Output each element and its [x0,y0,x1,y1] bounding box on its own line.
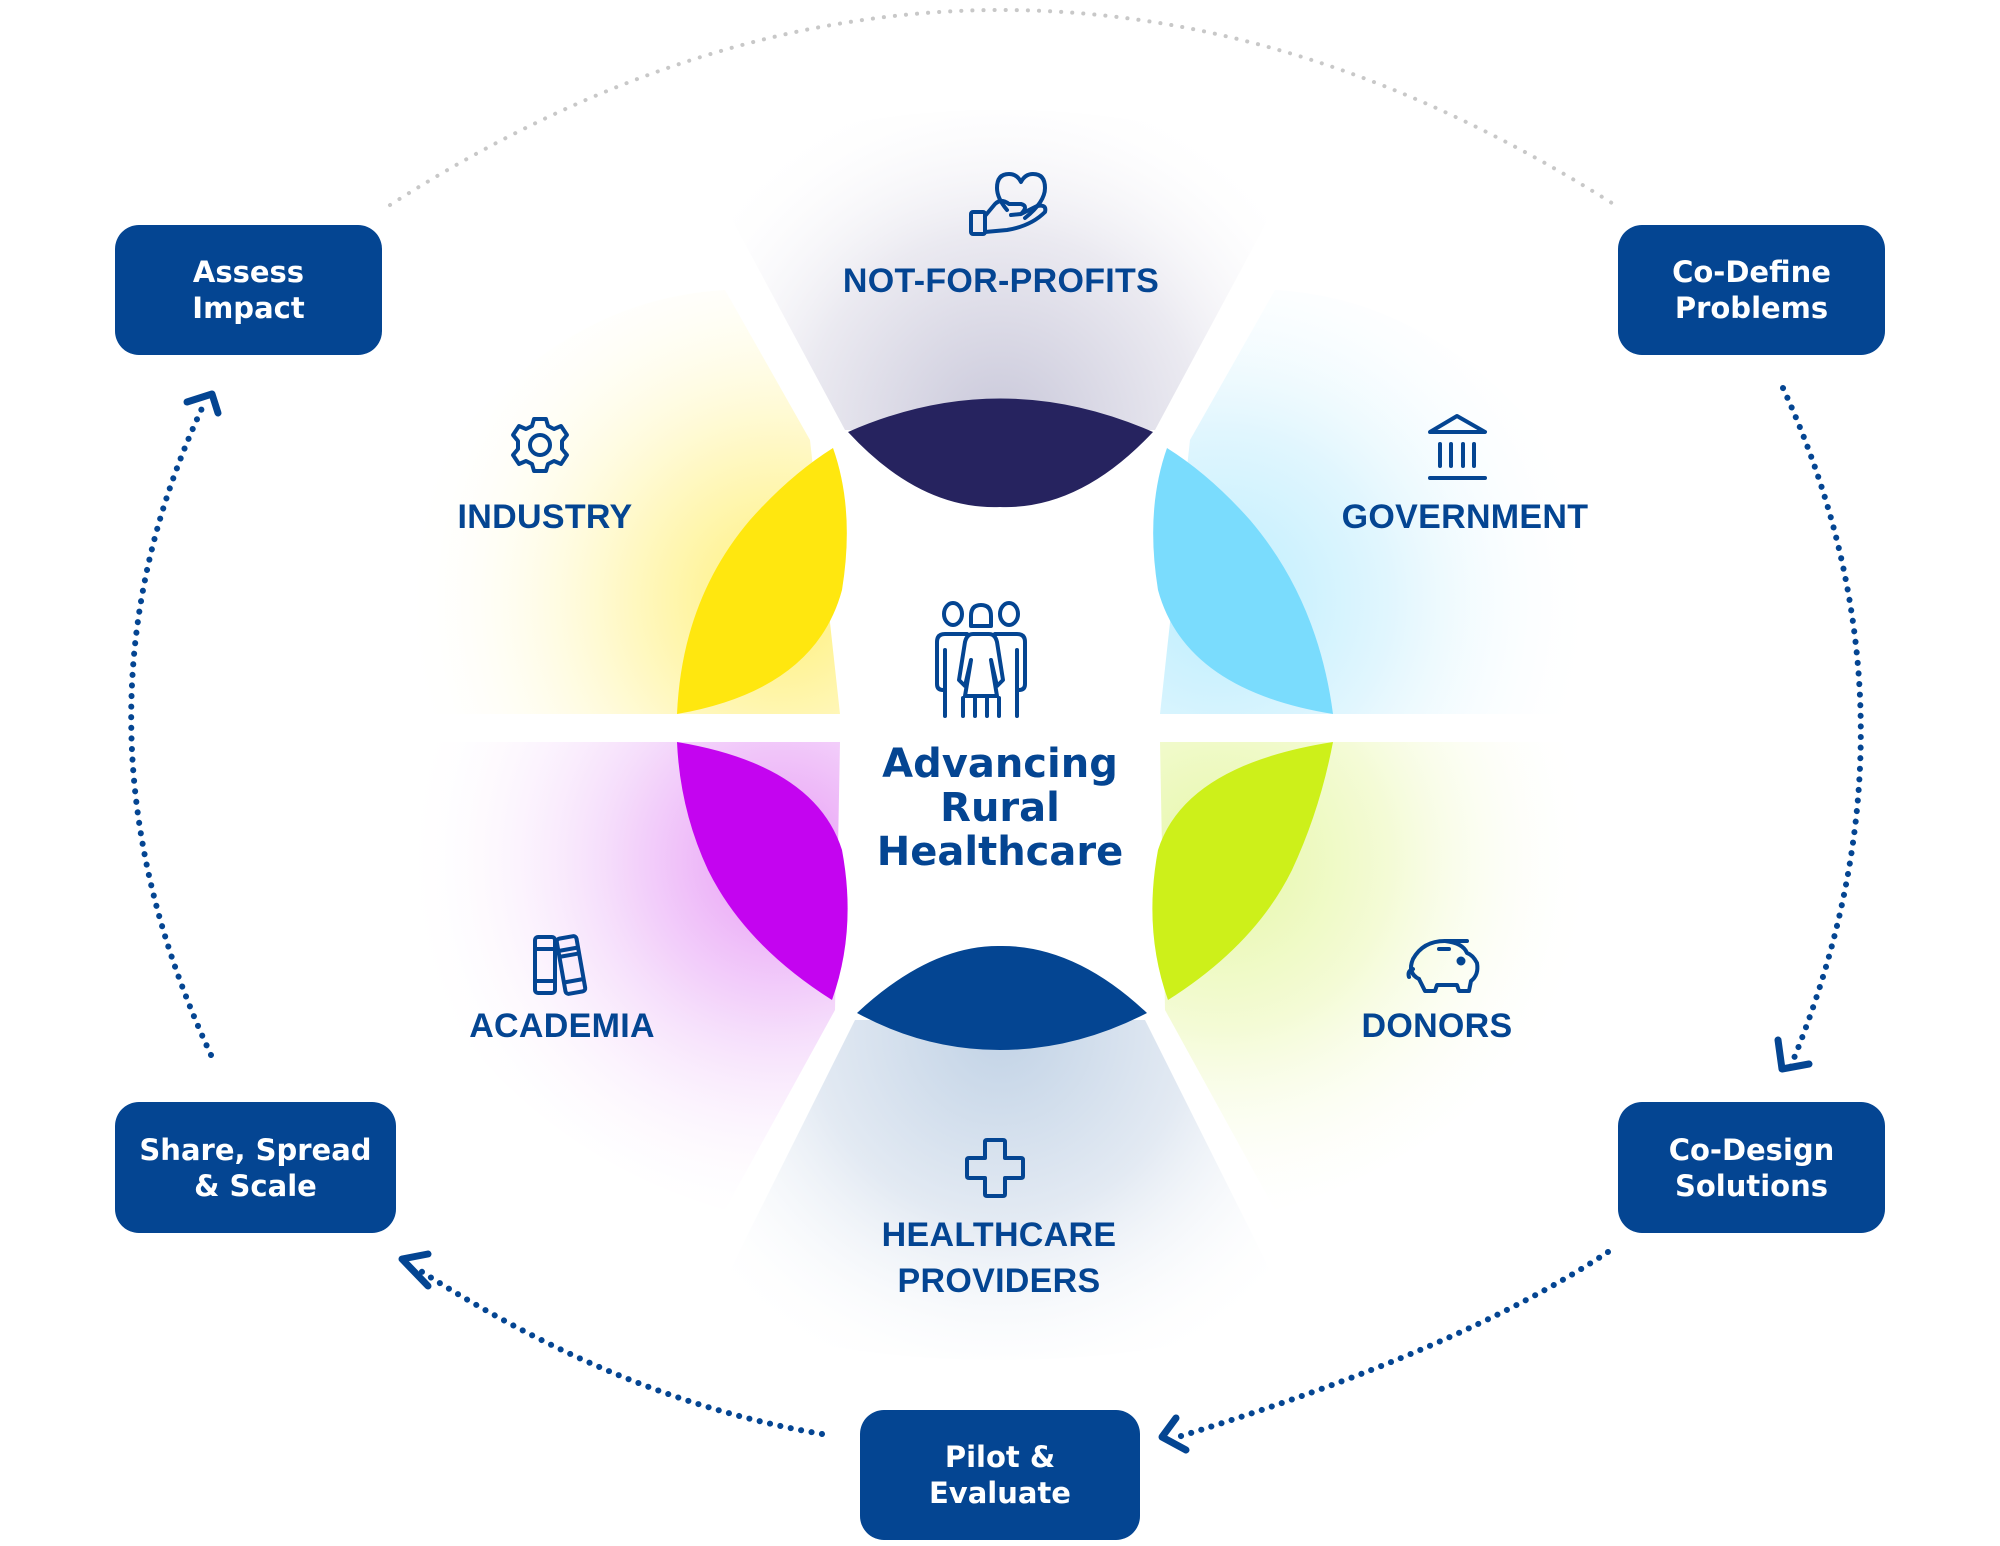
label-government: GOVERNMENT [1342,494,1589,540]
lens-donors [1152,742,1333,1000]
piggy-bank-icon [1406,939,1480,993]
arrow-pilot-to-share-head [398,1250,432,1290]
step-text-line-1: Co-Define [1672,255,1831,289]
lens-government [1153,448,1333,714]
gear-icon [511,417,569,473]
government-building-icon [1428,414,1487,480]
label-text: INDUSTRY [457,498,633,536]
label-text-line-2: PROVIDERS [897,1262,1101,1300]
label-text-line-1: HEALTHCARE [881,1216,1117,1254]
cycle-arrows [128,385,1864,1454]
label-academia: ACADEMIA [469,1003,655,1049]
step-share-spread-scale[interactable]: Share, Spread& Scale [115,1102,396,1233]
lens-healthcare-providers [857,945,1147,1050]
arrow-share-to-assess [128,401,214,1058]
lens-industry [677,448,847,714]
lens-not-for-profits [848,398,1153,508]
step-text-line-2: Solutions [1674,1168,1829,1203]
label-not-for-profits: NOT-FOR-PROFITS [843,258,1159,304]
label-text: GOVERNMENT [1341,498,1589,536]
step-text-line-1: Pilot & [944,1440,1056,1474]
people-group-icon [935,601,1027,718]
center-title-line-2: Rural [940,785,1060,831]
step-text-line-1: Assess [192,255,305,289]
arrow-define-to-design [1780,385,1864,1071]
books-icon [533,934,588,996]
core-lenses [677,398,1333,1050]
step-text-line-2: Evaluate [929,1476,1071,1510]
fan-healthcare-providers [705,1020,1295,1360]
arrow-design-to-pilot [1175,1249,1611,1440]
label-industry: INDUSTRY [458,494,633,540]
label-text: ACADEMIA [469,1007,655,1045]
arrow-share-to-assess-head [183,390,222,417]
arrow-design-to-pilot-head [1158,1414,1190,1454]
step-text-line-2: Problems [1674,291,1829,325]
hand-heart-icon [969,172,1048,236]
center-title-line-1: Advancing [882,741,1118,787]
arrow-define-to-design-head [1774,1036,1813,1073]
step-text-line-2: Impact [192,291,305,325]
center-title-line-3: Healthcare [876,829,1124,875]
fan-not-for-profits [700,110,1300,430]
center-title: Advancing Rural Healthcare [877,742,1123,874]
arrow-pilot-to-share [413,1265,825,1437]
label-healthcare-providers: HEALTHCARE PROVIDERS [882,1212,1117,1304]
step-text-line-1: Co-Design [1668,1132,1835,1167]
label-text: DONORS [1361,1007,1513,1045]
lens-academia [677,742,848,1000]
label-text: NOT-FOR-PROFITS [842,262,1160,300]
step-text-line-1: Share, Spread [139,1132,372,1167]
label-donors: DONORS [1361,1003,1512,1049]
step-pilot-evaluate[interactable]: Pilot &Evaluate [860,1410,1140,1540]
step-text-line-2: & Scale [194,1168,317,1203]
medical-cross-icon [965,1138,1025,1198]
